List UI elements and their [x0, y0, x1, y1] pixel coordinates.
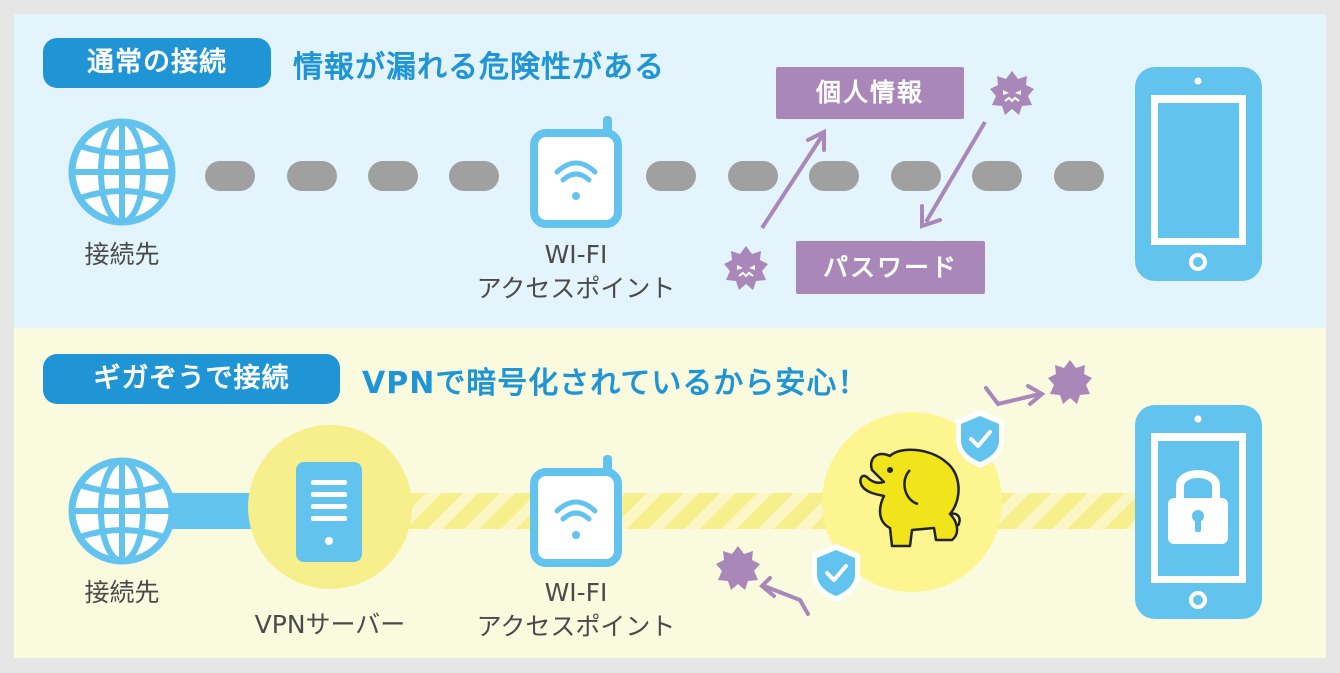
virus-icon — [724, 246, 768, 290]
normal-connection-headline: 情報が漏れる危険性がある — [293, 50, 665, 85]
globe-icon — [68, 118, 176, 226]
access-point-label-line2: アクセスポイント — [476, 274, 676, 303]
padlock-icon — [1168, 470, 1228, 544]
normal-connection-badge: 通常の接続 — [43, 38, 271, 88]
vpn-server-label: VPNサーバー — [254, 610, 406, 639]
gigazo-connection-headline: VPNで暗号化されているから安心！ — [362, 366, 869, 401]
access-point-label: WI-FI アクセスポイント — [456, 238, 696, 306]
gigazo-connection-badge: ギガぞうで接続 — [43, 354, 340, 404]
destination-label: 接続先 — [84, 578, 160, 607]
vpn-server-icon — [248, 425, 412, 589]
virus-icon — [1048, 360, 1092, 404]
access-point-label-line1: WI-FI — [544, 578, 608, 607]
unencrypted-connection-line — [205, 161, 1104, 191]
blocked-arrow — [984, 384, 1046, 407]
wifi-router-icon — [530, 116, 622, 228]
leaked-password-tag: パスワード — [796, 241, 985, 294]
virus-icon — [990, 71, 1034, 115]
access-point-label-line2: アクセスポイント — [476, 612, 676, 641]
shield-check-icon — [810, 542, 862, 604]
elephant-mascot-icon — [822, 412, 1002, 592]
leak-arrow-down — [920, 120, 987, 229]
wifi-router-icon — [530, 455, 622, 567]
access-point-label: WI-FI アクセスポイント — [456, 576, 696, 644]
access-point-label-line1: WI-FI — [544, 240, 608, 269]
virus-icon — [716, 546, 760, 590]
smartphone-icon — [1135, 67, 1262, 281]
vpn-tunnel — [330, 493, 1140, 529]
leak-arrow-up — [760, 128, 826, 230]
destination-label: 接続先 — [84, 240, 160, 269]
leaked-personal-info-tag: 個人情報 — [776, 67, 964, 119]
blocked-arrow — [759, 576, 810, 616]
globe-icon — [68, 457, 176, 565]
